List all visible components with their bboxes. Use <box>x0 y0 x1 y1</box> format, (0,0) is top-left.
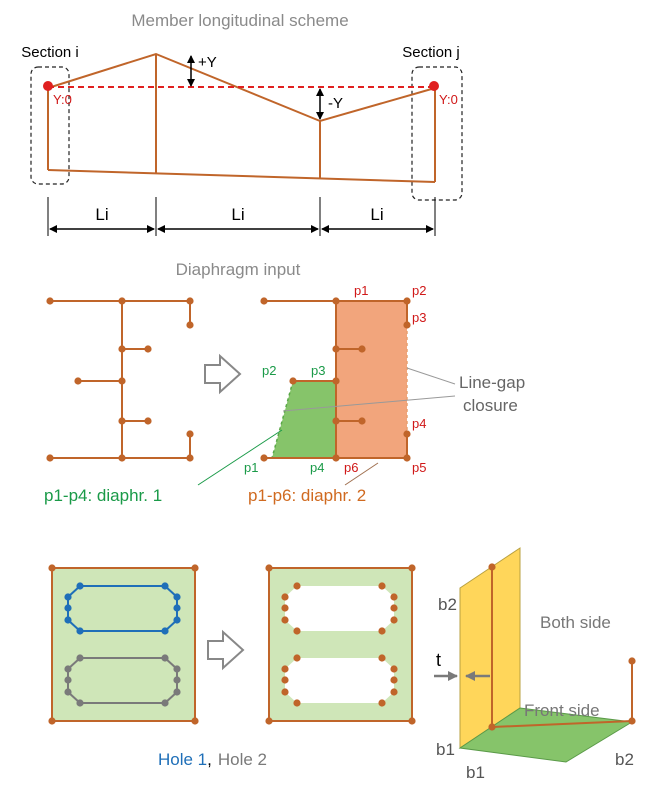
member-scheme-title: Member longitudinal scheme <box>131 11 348 30</box>
li-label-1: Li <box>95 205 108 224</box>
diaphragm-2-fill <box>336 301 407 458</box>
closure-label-line1: Line-gap <box>459 373 525 392</box>
hole-legend: Hole 1, Hole 2 <box>158 750 267 769</box>
diaphr1-callout-line <box>197 429 283 486</box>
hole-2-label: Hole 2 <box>218 750 267 769</box>
dimension-ticks <box>47 197 436 236</box>
closure-label-line2: closure <box>463 396 518 415</box>
hole-panel-left <box>51 567 196 722</box>
b2-top-label: b2 <box>438 595 457 614</box>
member-longitudinal-scheme: Member longitudinal scheme Section i Sec… <box>21 11 463 236</box>
diaphragm-frame-right <box>260 297 411 462</box>
section-i-origin-point <box>43 81 53 91</box>
d2-point-p6: p6 <box>344 460 358 475</box>
y0-left-label: Y:0 <box>53 92 72 107</box>
b2-right-label: b2 <box>615 750 634 769</box>
d2-point-p4: p4 <box>412 416 426 431</box>
d2-point-p1: p1 <box>354 283 368 298</box>
li-label-3: Li <box>370 205 383 224</box>
hole-1-outline <box>64 582 181 635</box>
hole-2-outline <box>64 654 181 707</box>
d1-point-p4: p4 <box>310 460 324 475</box>
hole-panel-right-points <box>265 564 416 725</box>
hole-2-cutout <box>285 658 394 703</box>
holes-and-plates: Hole 1,Hole 2 b2 t Both side Front side … <box>48 547 636 782</box>
diaphr2-label: p1-p6: diaphr. 2 <box>248 486 366 505</box>
b1-left-label: b1 <box>436 740 455 759</box>
hole-separator: , <box>207 750 212 769</box>
diaphragm-1-gap-line <box>271 380 294 459</box>
diaphragm-title: Diaphragm input <box>176 260 301 279</box>
section-j-label: Section j <box>402 44 460 61</box>
hole-transform-arrow-icon <box>207 629 245 671</box>
y0-right-label: Y:0 <box>439 92 458 107</box>
closure-callout-line-2 <box>282 395 456 412</box>
hole-1-cutout <box>285 586 394 631</box>
diaphragm-input: Diaphragm input <box>44 260 525 505</box>
diaphr1-label: p1-p4: diaphr. 1 <box>44 486 162 505</box>
hole-panel-left-corners <box>48 564 199 725</box>
transform-arrow-icon <box>204 353 242 395</box>
li-label-2: Li <box>231 205 244 224</box>
diaphr2-callout-line <box>344 462 379 486</box>
d1-point-p3: p3 <box>311 363 325 378</box>
minus-y-label: -Y <box>328 95 343 112</box>
plate-member-lines <box>488 563 636 731</box>
section-i-label: Section i <box>21 44 79 61</box>
section-i-box <box>30 66 70 185</box>
diaphragm-frame-left <box>46 297 194 462</box>
closure-callout-line-1 <box>406 367 456 385</box>
d2-point-p5: p5 <box>412 460 426 475</box>
d1-point-p1: p1 <box>244 460 258 475</box>
b1-bottom-label: b1 <box>466 763 485 782</box>
member-outline <box>47 52 436 183</box>
d2-point-p2: p2 <box>412 283 426 298</box>
hole-1-label: Hole 1 <box>158 750 207 769</box>
front-side-label: Front side <box>524 701 600 720</box>
thickness-label: t <box>436 650 441 670</box>
section-j-origin-point <box>429 81 439 91</box>
d1-point-p2: p2 <box>262 363 276 378</box>
plus-y-label: +Y <box>198 54 217 71</box>
diaphragm-1-fill <box>272 381 336 458</box>
d2-point-p3: p3 <box>412 310 426 325</box>
section-j-box <box>411 66 463 201</box>
both-side-label: Both side <box>540 613 611 632</box>
